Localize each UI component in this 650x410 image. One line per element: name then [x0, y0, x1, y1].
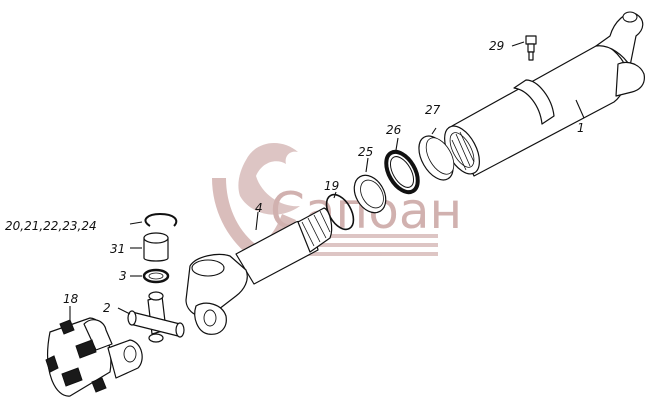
- callout-31: 31: [110, 242, 125, 256]
- callout-4: 4: [255, 201, 263, 215]
- callout-26: 26: [386, 123, 402, 137]
- watermark-stripe: [278, 252, 438, 256]
- part-31-bearing-cup: [130, 232, 169, 262]
- part-4-splined-yoke: [185, 207, 333, 335]
- part-18-flange-yoke: [45, 306, 143, 397]
- callout-29: 29: [489, 39, 504, 53]
- part-25-washer: [353, 157, 387, 214]
- callout-25: 25: [358, 145, 373, 159]
- callout-18: 18: [63, 292, 79, 306]
- callout-labels: 1 29 27 26 25 19 4 20,21,22,23,24 31 3 2…: [5, 39, 585, 315]
- watermark-stripe: [282, 243, 438, 247]
- callout-27: 27: [425, 103, 441, 117]
- watermark-eagle-icon: [238, 142, 300, 215]
- part-20-24-circlip: [129, 212, 178, 227]
- callout-3: 3: [119, 269, 127, 283]
- callout-20-24: 20,21,22,23,24: [5, 219, 97, 233]
- callout-19: 19: [324, 179, 339, 193]
- callout-1: 1: [577, 121, 585, 135]
- part-1-tube-yoke: [444, 11, 645, 177]
- leader-29: [511, 41, 525, 47]
- callout-2: 2: [103, 301, 111, 315]
- part-27-sleeve: [418, 127, 455, 181]
- watermark-stripe: [286, 234, 438, 238]
- part-3-seal: [130, 268, 170, 284]
- part-2-cross: [117, 291, 185, 343]
- part-29-grease-fitting: [525, 35, 537, 61]
- part-26-ring: [384, 137, 420, 195]
